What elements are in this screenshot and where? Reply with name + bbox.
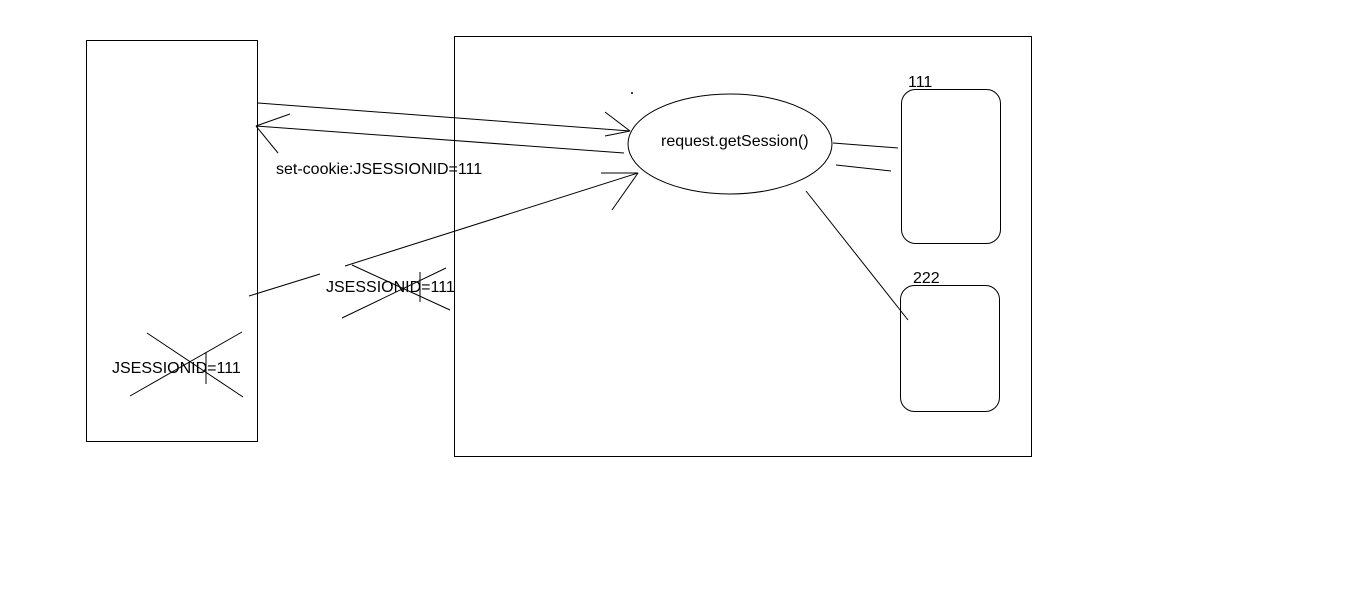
- session-box-111: [901, 89, 1001, 244]
- request-arrow: [257, 102, 631, 137]
- set-cookie-arrow: [255, 113, 625, 154]
- browser-cookie-label: JSESSIONID=111: [112, 360, 241, 377]
- get-session-label: request.getSession(): [661, 133, 809, 150]
- session-link-111: [832, 142, 899, 172]
- sent-cookie-cross: [341, 264, 451, 319]
- set-cookie-label: set-cookie:JSESSIONID=111: [276, 161, 482, 178]
- sent-cookie-label: JSESSIONID=111: [326, 279, 455, 296]
- session-222-label: 222: [913, 270, 940, 287]
- server-box: [454, 36, 1032, 457]
- browser-cookie-cross: [129, 331, 244, 398]
- cookie-request-arrow: [248, 172, 639, 297]
- session-link-222: [805, 190, 909, 321]
- session-111-label: 111: [908, 74, 932, 91]
- session-box-222: [900, 285, 1000, 412]
- browser-box: [86, 40, 258, 442]
- dot-mark: [631, 92, 633, 94]
- get-session-ellipse: [627, 93, 833, 195]
